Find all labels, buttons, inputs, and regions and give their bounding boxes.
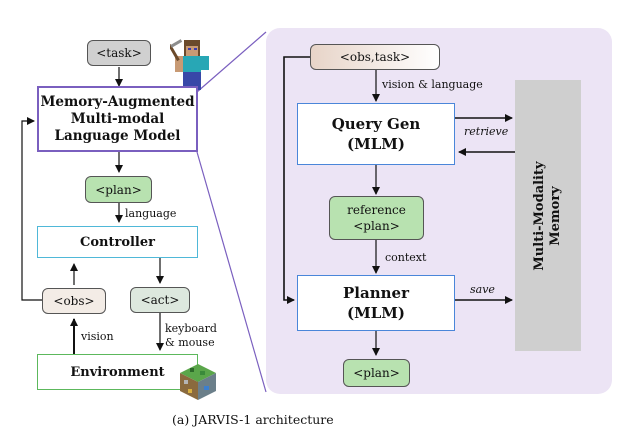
obs-task-node: <obs,task> [310,44,440,70]
query-gen-box: Query Gen (MLM) [297,103,455,165]
plan-node: <plan> [85,176,152,203]
mlm-model-line3: Language Model [54,127,181,144]
planner-line1: Planner [343,284,409,302]
controller-label: Controller [80,234,155,250]
task-label: <task> [96,46,142,60]
planner-box: Planner (MLM) [297,275,455,331]
minecraft-world-icon [178,362,218,402]
query-gen-line2: (MLM) [347,135,405,153]
plan-output-node: <plan> [343,359,410,387]
obs-label: <obs> [53,294,95,308]
multi-modality-memory-box [515,80,581,351]
mouse-label: & mouse [165,336,215,349]
retrieve-label: retrieve [464,125,509,138]
vision-label: vision [81,330,114,343]
reference-plan-node: reference <plan> [329,196,424,240]
mlm-model-box: Memory-Augmented Multi-modal Language Mo… [37,86,198,152]
environment-label: Environment [70,364,165,380]
mlm-model-line1: Memory-Augmented [40,93,195,110]
task-node: <task> [87,40,151,66]
act-label: <act> [140,293,180,307]
memory-line1: Multi-Modality [532,161,547,271]
context-label: context [385,251,427,264]
obs-node: <obs> [42,288,106,314]
mlm-model-line2: Multi-modal [70,110,165,127]
language-label: language [125,207,177,220]
plan-label: <plan> [95,182,142,197]
environment-box: Environment [37,354,198,390]
vision-language-label: vision & language [382,78,483,91]
plan-output-label: <plan> [353,366,400,380]
figure-caption: (a) JARVIS-1 architecture [172,412,334,427]
keyboard-mouse-label: keyboard & mouse [165,322,217,350]
memory-label-rotated: Multi-Modality Memory [530,116,566,316]
reference-line2: <plan> [353,219,400,233]
minecraft-steve-icon [168,38,214,94]
keyboard-label: keyboard [165,322,217,335]
act-node: <act> [130,287,190,313]
query-gen-line1: Query Gen [331,115,421,133]
memory-line2: Memory [548,186,563,246]
reference-line1: reference [347,203,406,217]
obs-task-label: <obs,task> [339,50,411,64]
controller-box: Controller [37,226,198,258]
planner-line2: (MLM) [347,304,405,322]
save-label: save [470,283,495,296]
